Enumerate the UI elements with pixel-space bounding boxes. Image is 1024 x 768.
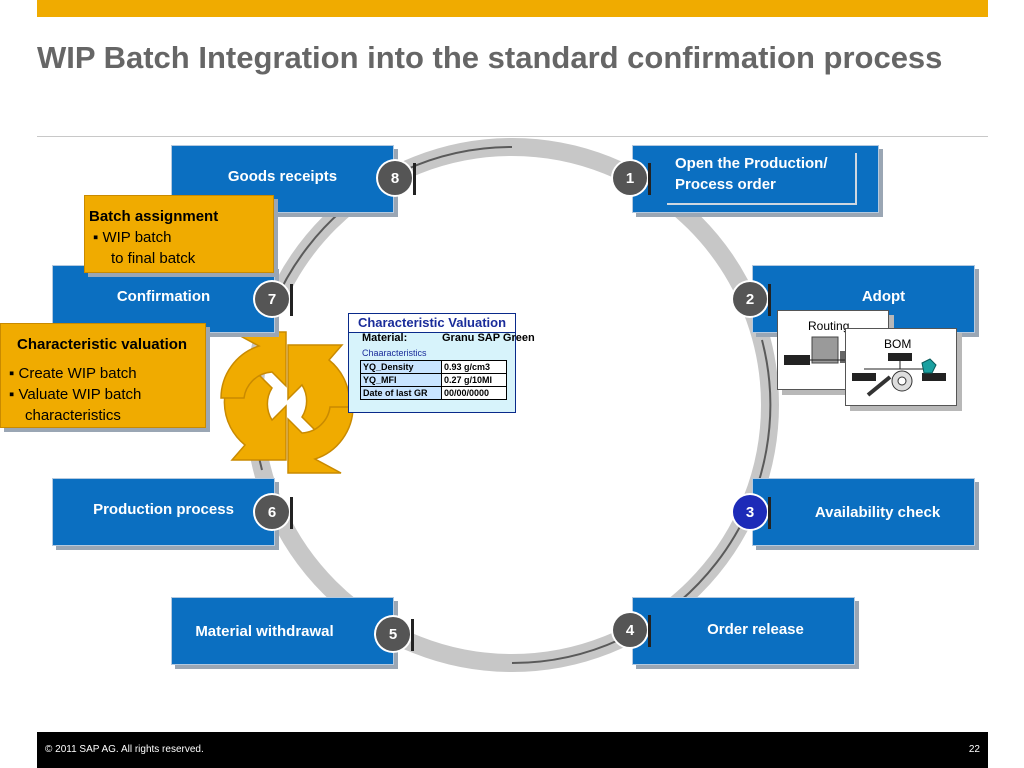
step-label: Open the Production/ Process order: [667, 153, 857, 205]
step-label: Confirmation: [116, 287, 211, 305]
step-number-4: 4: [613, 613, 651, 647]
characteristic-name: YQ_Density: [360, 360, 442, 374]
callout-heading: Characteristic valuation: [17, 336, 188, 353]
table-row: YQ_MFI 0.27 g/10MI: [360, 373, 507, 387]
step-number-7: 7: [255, 282, 293, 316]
callout-line: ▪ Valuate WIP batch: [9, 386, 142, 403]
material-value: Granu SAP Green: [442, 332, 535, 344]
callout-line: to final batck: [111, 250, 196, 267]
step-label: Availability check: [814, 503, 941, 521]
step-number-1: 1: [613, 161, 651, 195]
step-number-8: 8: [378, 161, 416, 195]
callout-line: ▪ Create WIP batch: [9, 365, 137, 382]
step-label: Material withdrawal: [195, 622, 334, 640]
characteristics-table: YQ_Density 0.93 g/cm3 YQ_MFI 0.27 g/10MI…: [360, 360, 507, 400]
table-row: Date of last GR 00/00/0000: [360, 386, 507, 400]
step-order-release-box[interactable]: Order release: [632, 597, 855, 665]
step-number-6: 6: [255, 495, 293, 529]
step-production-process-box[interactable]: Production process: [52, 478, 275, 546]
page-title: WIP Batch Integration into the standard …: [37, 40, 943, 75]
callout-line: ▪ WIP batch: [93, 229, 172, 246]
batch-assignment-callout: Batch assignment ▪ WIP batch to final ba…: [84, 195, 274, 273]
refresh-cycle-icon: [220, 331, 354, 474]
bom-label: BOM: [884, 337, 912, 351]
characteristic-value[interactable]: 00/00/0000: [441, 386, 507, 400]
step-material-withdrawal-box[interactable]: Material withdrawal: [171, 597, 394, 665]
callout-line: characteristics: [25, 407, 121, 424]
step-label: Adopt: [861, 288, 906, 305]
material-label: Material:: [362, 332, 408, 344]
top-accent-bar: [37, 0, 988, 17]
page-number: 22: [968, 744, 980, 755]
characteristic-name: Date of last GR: [360, 386, 442, 400]
characteristics-section-label: Chaaracteristics: [362, 348, 427, 358]
step-label: Production process: [93, 500, 234, 518]
bom-document: BOM: [845, 328, 957, 406]
bom-diagram-icon: [852, 353, 946, 397]
characteristic-valuation-callout: Characteristic valuation ▪ Create WIP ba…: [0, 323, 206, 428]
step-label: Goods receipts: [227, 167, 338, 185]
panel-title: Characteristic Valuation: [349, 314, 515, 333]
step-open-order-box[interactable]: Open the Production/ Process order: [632, 145, 879, 213]
routing-label: Routing: [808, 319, 850, 333]
step-number-3: 3: [733, 495, 771, 529]
characteristic-value[interactable]: 0.93 g/cm3: [441, 360, 507, 374]
footer-bar: © 2011 SAP AG. All rights reserved. 22: [37, 732, 988, 768]
step-number-2: 2: [733, 282, 771, 316]
callout-heading: Batch assignment: [89, 208, 219, 225]
step-label: Order release: [707, 620, 804, 638]
title-divider: [37, 136, 988, 137]
characteristic-value[interactable]: 0.27 g/10MI: [441, 373, 507, 387]
step-availability-check-box[interactable]: Availability check: [752, 478, 975, 546]
characteristic-name: YQ_MFI: [360, 373, 442, 387]
step-number-5: 5: [376, 617, 414, 651]
table-row: YQ_Density 0.93 g/cm3: [360, 360, 507, 374]
copyright-text: © 2011 SAP AG. All rights reserved.: [45, 744, 204, 755]
